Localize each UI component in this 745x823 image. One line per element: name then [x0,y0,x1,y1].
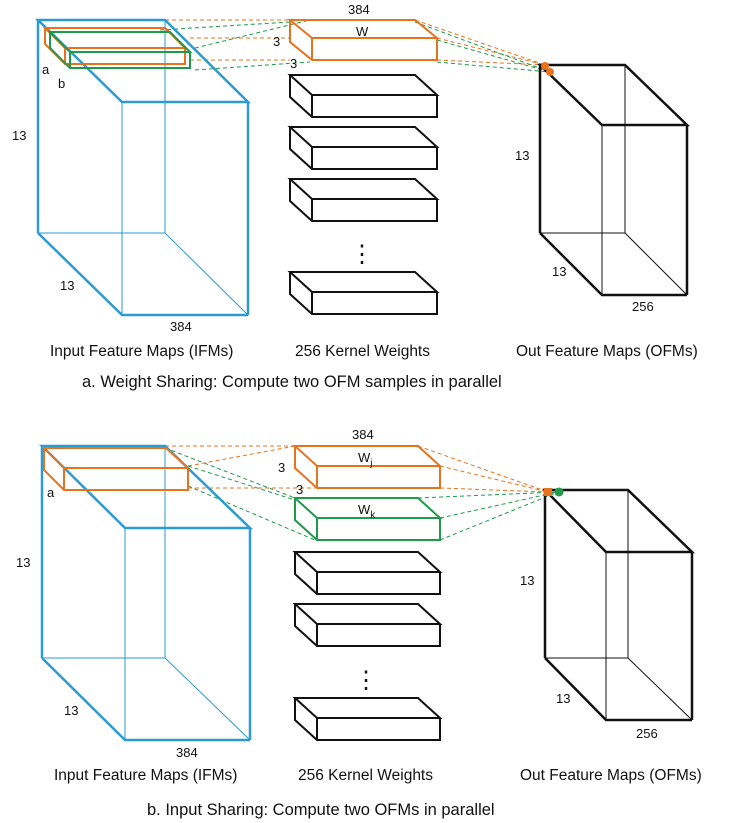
depth3-side-label: 3 [290,56,297,71]
kernel-box [287,178,440,222]
kernel-box [287,126,440,170]
ifm-slab-b [47,31,193,69]
ifm-cuboid-b [38,444,254,742]
ofm-sample-green-b [554,487,564,497]
ofm-depth-label: 13 [552,264,566,279]
ifm-width-label-b: 384 [176,745,198,760]
depth3-top-label-b: 3 [278,460,285,475]
caption-ofm-a: Out Feature Maps (OFMs) [516,343,698,360]
connection-lines-a [159,19,551,73]
label-a: a [42,62,50,77]
panel-b-title: b. Input Sharing: Compute two OFMs in pa… [147,801,495,819]
ifm-depth-label-b: 13 [64,703,78,718]
ofm-height-label-b: 13 [520,573,534,588]
kernel-box [292,603,443,647]
kernel-box [292,551,443,595]
kernel-box [287,74,440,118]
kernel-wj-b [292,445,443,489]
kernel-wj-label: Wj [358,450,373,469]
ofm-sample-orange2-a [546,68,554,76]
kernel-stack-b [292,551,443,741]
kernel-wk-b [292,497,443,541]
ofm-sample-orange-a [541,62,549,70]
ifm-depth-label: 13 [60,278,74,293]
kernel-w-a [287,19,440,61]
caption-kernels-b: 256 Kernel Weights [298,767,433,784]
panel-a: a b 13 13 384 384 W 3 3 [12,2,698,391]
ifm-cuboid-a [34,18,252,317]
depth3-side-label-b: 3 [296,482,303,497]
ofm-depth-label-b: 13 [556,691,570,706]
ellipsis-b: ⋮ [354,667,378,694]
kernel-box [287,271,440,315]
ofm-cuboid-b [542,488,696,722]
kernel-w-label: W [356,24,369,39]
kernel-box [292,697,443,741]
kernel-wk-label: Wk [358,502,376,521]
panel-a-title: a. Weight Sharing: Compute two OFM sampl… [82,373,502,391]
top-dim-label-b: 384 [352,427,374,442]
ofm-width-label: 256 [632,299,654,314]
ofm-height-label: 13 [515,148,529,163]
kernel-stack-a [287,74,440,315]
ofm-cuboid-a [536,63,691,297]
panel-b: a 13 13 384 384 Wj 3 3 Wk [16,427,702,819]
ifm-height-label: 13 [12,128,26,143]
ofm-sample-orange-b [544,488,552,496]
depth3-top-label: 3 [273,34,280,49]
caption-kernels-a: 256 Kernel Weights [295,343,430,360]
top-dim-label: 384 [348,2,370,17]
ofm-width-label-b: 256 [636,726,658,741]
ifm-height-label-b: 13 [16,555,30,570]
caption-ofm-b: Out Feature Maps (OFMs) [520,767,702,784]
ifm-width-label: 384 [170,319,192,334]
caption-ifm-a: Input Feature Maps (IFMs) [50,343,233,360]
label-a-b: a [47,485,55,500]
ellipsis-a: ⋮ [350,241,374,268]
ifm-slab-b-orange [41,447,191,491]
label-b: b [58,76,65,91]
caption-ifm-b: Input Feature Maps (IFMs) [54,767,237,784]
